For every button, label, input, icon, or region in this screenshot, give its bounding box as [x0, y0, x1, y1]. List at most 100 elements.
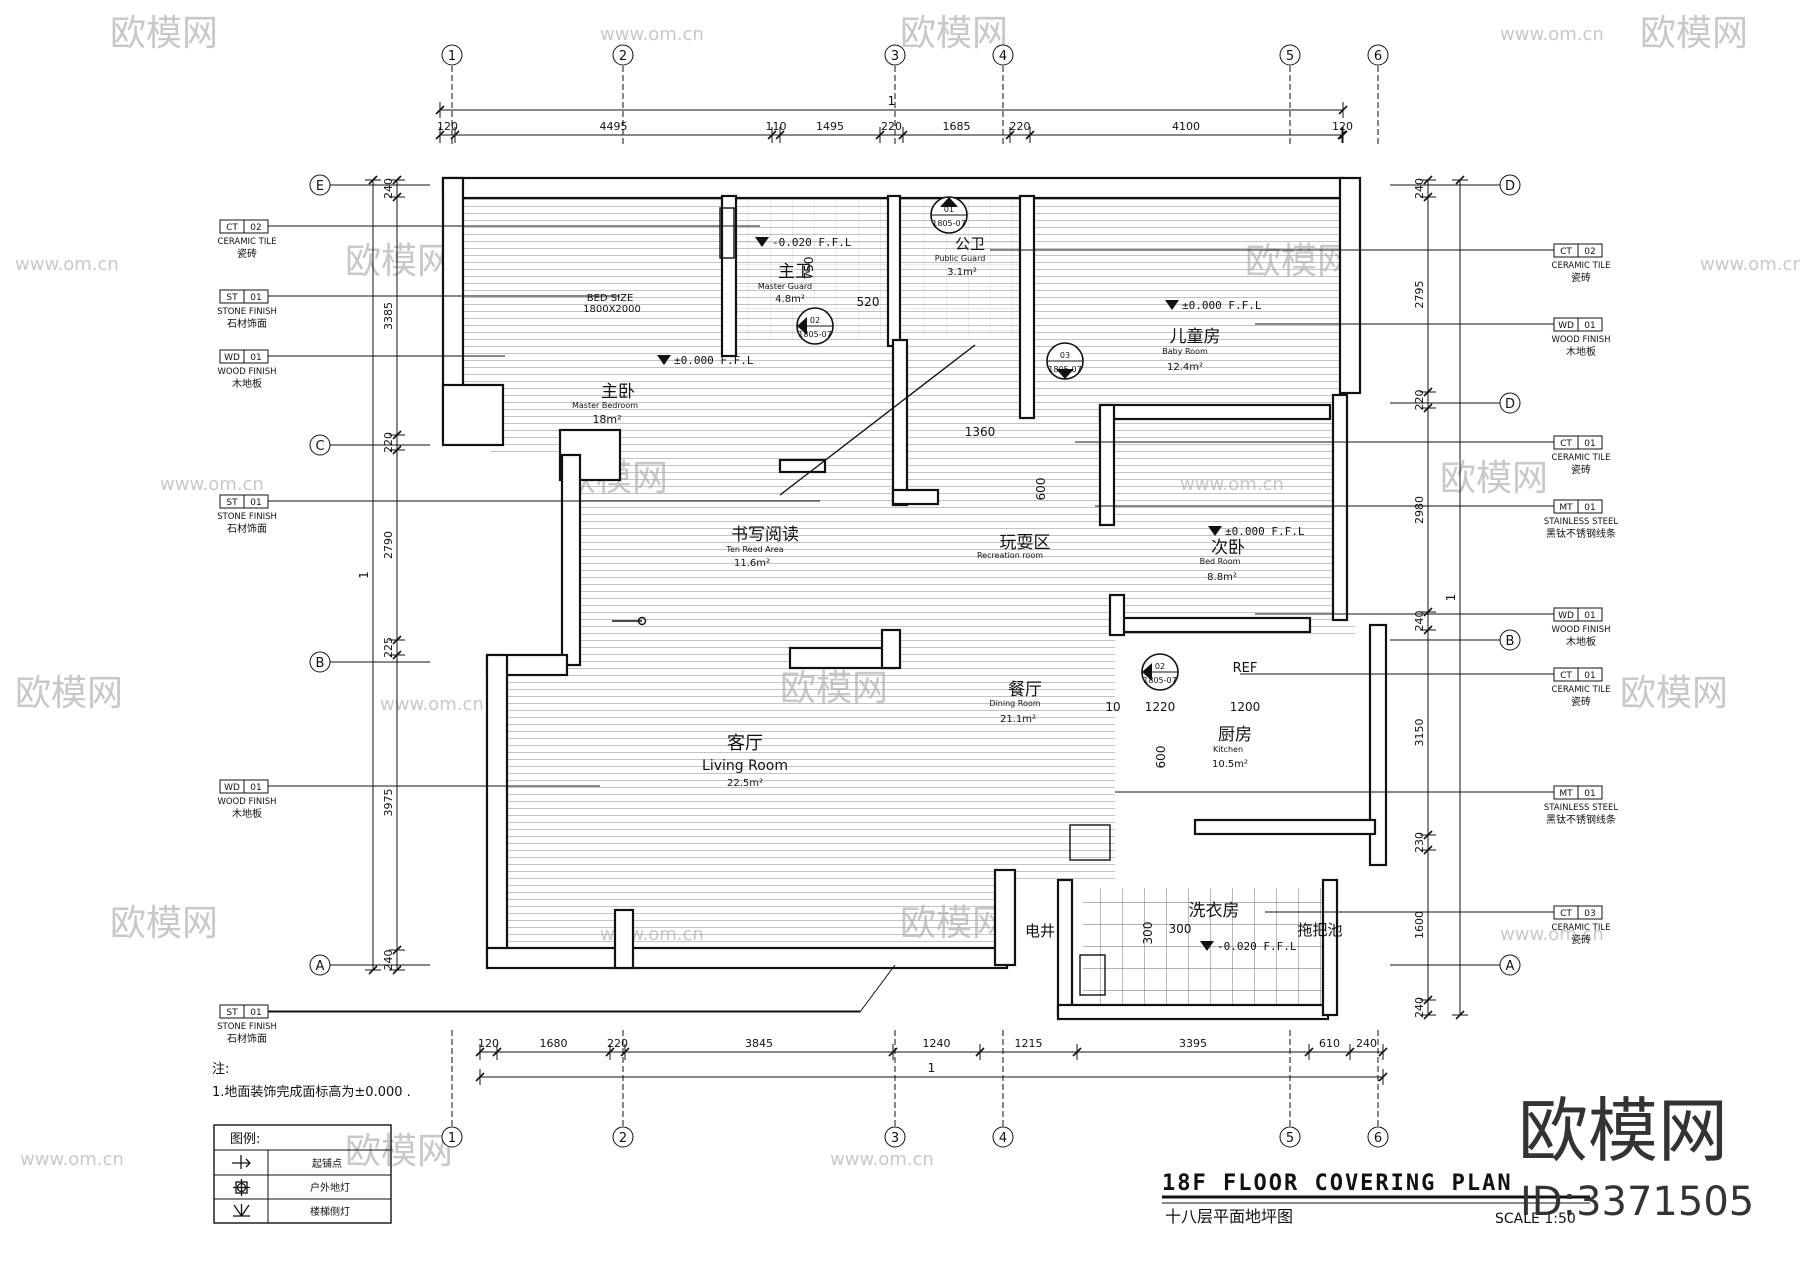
- wall-bath-divider: [886, 194, 902, 348]
- legend-label: 起铺点: [312, 1157, 342, 1170]
- watermark-text: 欧模网: [345, 241, 453, 282]
- brand-id: ID:3371505: [1520, 1179, 1754, 1225]
- tag-num: 01: [250, 353, 261, 363]
- tag-code: WD: [1558, 611, 1574, 621]
- level-mark: ±0.000 F.F.L: [657, 354, 754, 367]
- room-labels: 主卫 Master Guard 4.8m² 公卫 Public Guard 3.…: [572, 235, 1343, 940]
- wall-bottom-right: [993, 868, 1017, 967]
- room-en: Public Guard: [935, 254, 986, 263]
- level-text: -0.020 F.F.L: [772, 236, 852, 249]
- room-recreation: 玩耍区 Recreation room: [977, 533, 1051, 560]
- dim-text: 230: [1413, 832, 1426, 853]
- note-label: 注:: [212, 1062, 229, 1077]
- room-kitchen: 厨房 Kitchen 10.5m²: [1212, 725, 1252, 770]
- shaft-box: [1069, 824, 1111, 861]
- dim-text: 240: [1413, 611, 1426, 632]
- room-area: 11.6m²: [734, 558, 770, 569]
- room-area: 8.8m²: [1207, 572, 1237, 583]
- dim-text: 220: [607, 1037, 628, 1050]
- tag-num: 03: [1584, 909, 1595, 919]
- room-area: 3.1m²: [947, 267, 977, 278]
- level-marks: ±0.000 F.F.L -0.020 F.F.L ±0.000 F.F.L ±…: [657, 236, 1305, 953]
- room-area: 21.1m²: [1000, 714, 1036, 725]
- tag-en: STAINLESS STEEL: [1544, 803, 1619, 813]
- dim-text: 225: [382, 637, 395, 658]
- room-laundry: 洗衣房: [1189, 901, 1240, 921]
- tag-num: 01: [1584, 789, 1595, 799]
- bed-size-label: BED SIZE: [587, 293, 634, 304]
- plan-scale: SCALE 1:50: [1495, 1211, 1576, 1227]
- watermark-url: www.om.cn: [1700, 254, 1800, 275]
- axis-label: 2: [619, 1131, 627, 1146]
- tag-en: STONE FINISH: [217, 307, 277, 317]
- wall-left-bottom: [485, 653, 509, 957]
- dim-text: 1680: [540, 1037, 568, 1050]
- dim-text: 3395: [1179, 1037, 1207, 1050]
- inner-dim-text: 1220: [1145, 700, 1176, 714]
- axis-bubble-col: 6: [1367, 44, 1389, 66]
- tag-cn: 木地板: [232, 377, 262, 390]
- wall-corridor-a: [891, 338, 909, 507]
- dim-text: 240: [382, 950, 395, 971]
- inner-dim-text: 1200: [1230, 700, 1261, 714]
- tag-en: WOOD FINISH: [1551, 625, 1610, 635]
- start-point-icon: [232, 1155, 251, 1169]
- dim-text: 220: [1413, 390, 1426, 411]
- wardrobe: [719, 207, 735, 259]
- room-dining: 餐厅 Dining Room 21.1m²: [989, 680, 1042, 725]
- tag-num: 01: [250, 293, 261, 303]
- room-living: 客厅 Living Room 22.5m²: [702, 733, 788, 789]
- watermark-url: www.om.cn: [380, 694, 484, 715]
- dim-text: 120: [1332, 120, 1353, 133]
- plan-title: 18F FLOOR COVERING PLAN: [1162, 1171, 1513, 1196]
- wall-public-bath: [1018, 194, 1036, 420]
- wall-left-mid: [560, 453, 582, 667]
- dim-text: 240: [1356, 1037, 1377, 1050]
- tag-cn: 瓷砖: [1571, 271, 1591, 284]
- level-text: -0.020 F.F.L: [1217, 940, 1297, 953]
- tag-num: 01: [250, 783, 261, 793]
- dim-text: 1685: [943, 120, 971, 133]
- axis-label: A: [1506, 959, 1515, 974]
- dim-text: 2795: [1413, 281, 1426, 309]
- axis-bubble-row: A: [309, 954, 331, 976]
- axis-label: D: [1505, 397, 1515, 412]
- axis-label: B: [316, 656, 325, 671]
- dim-text: 220: [382, 432, 395, 453]
- room-cn: 厨房: [1218, 725, 1252, 745]
- tag-en: WOOD FINISH: [1551, 335, 1610, 345]
- section-ref: 1805-07: [932, 219, 965, 228]
- section-num: 03: [1060, 351, 1070, 360]
- room-master-bath: 主卫 Master Guard 4.8m²: [758, 262, 812, 305]
- tag-cn: 木地板: [232, 807, 262, 820]
- axis-bubble-row: B: [1499, 629, 1521, 651]
- legend: 图例: 起铺点 户外地灯 楼梯侧灯: [213, 1124, 392, 1224]
- wall-bedroom-left: [1098, 403, 1116, 527]
- tag-num: 02: [250, 223, 261, 233]
- dim-text: 2980: [1413, 496, 1426, 524]
- wall-baby-bottom: [1098, 403, 1332, 421]
- watermark-url: www.om.cn: [20, 1149, 124, 1170]
- legend-label: 楼梯侧灯: [310, 1205, 350, 1218]
- room-study: 书写阅读 Ten Reed Area 11.6m²: [725, 525, 799, 569]
- plan-subtitle: 十八层平面地坪图: [1165, 1207, 1293, 1226]
- dim-text: 3975: [382, 789, 395, 817]
- dim-text: 1: [888, 94, 896, 108]
- dim-text: 120: [437, 120, 458, 133]
- wall-laundry-bottom: [1056, 1003, 1330, 1021]
- tag-code: CT: [1560, 439, 1572, 449]
- section-ref: 1805-07: [1048, 365, 1081, 374]
- watermark-url: www.om.cn: [600, 24, 704, 45]
- watermark-text: 欧模网: [15, 673, 123, 714]
- tag-num: 01: [1584, 321, 1595, 331]
- room-en: Master Bedroom: [572, 401, 638, 410]
- section-num: 02: [1155, 662, 1165, 671]
- tag-cn: 石材饰面: [227, 317, 267, 330]
